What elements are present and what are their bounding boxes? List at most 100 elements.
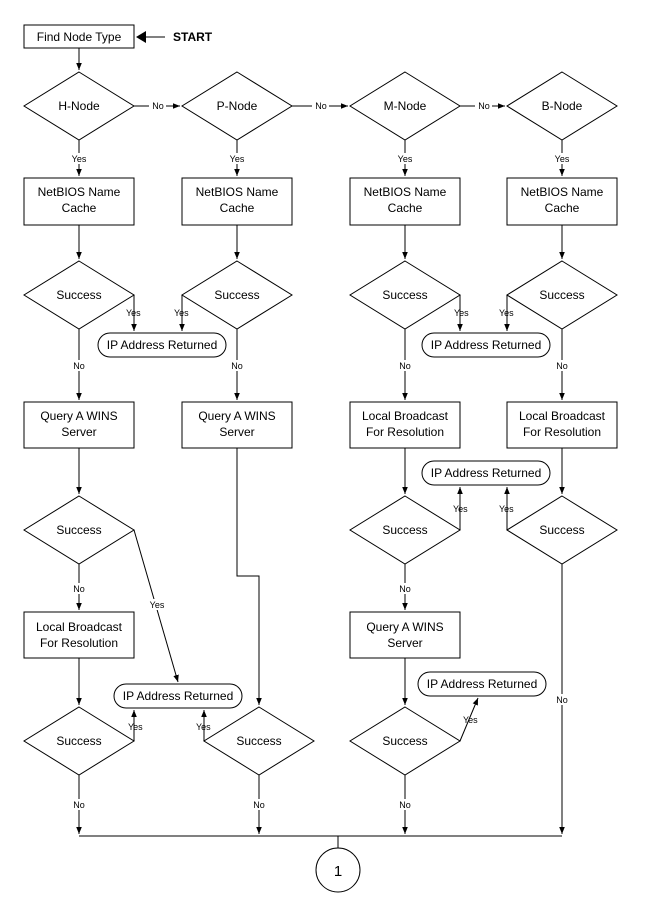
- no-label: No: [73, 800, 85, 810]
- no-label: No: [556, 695, 568, 705]
- success-label: Success: [539, 523, 584, 537]
- connector-label: 1: [334, 863, 342, 880]
- no-label-bg: [71, 583, 87, 594]
- yes-label: Yes: [453, 504, 468, 514]
- netbios-cache-label-1: NetBIOS Name: [364, 185, 447, 199]
- local-broadcast-label-1: Local Broadcast: [362, 409, 449, 423]
- ip-returned-label: IP Address Returned: [123, 689, 234, 703]
- no-label-bg: [71, 799, 87, 810]
- success-label: Success: [236, 734, 281, 748]
- yes-label-bg: [147, 599, 167, 610]
- ip-returned-label: IP Address Returned: [431, 338, 542, 352]
- ip-returned-left-1: [97, 332, 227, 358]
- query-wins-label-1: Query A WINS: [366, 620, 443, 634]
- netbios-cache-label-1: NetBIOS Name: [38, 185, 121, 199]
- yes-label-bg: [552, 153, 572, 164]
- no-label-bg: [397, 799, 413, 810]
- query-wins-label-1: Query A WINS: [198, 409, 275, 423]
- success-label: Success: [382, 523, 427, 537]
- no-label: No: [556, 361, 568, 371]
- ip-returned-right-3: [417, 671, 547, 697]
- local-broadcast-label-2: For Resolution: [40, 636, 118, 650]
- p-node-label: P-Node: [217, 99, 258, 113]
- success-label: Success: [56, 734, 101, 748]
- no-label: No: [399, 800, 411, 810]
- find-node-type-label: Find Node Type: [37, 30, 122, 44]
- ip-returned-right-2: [421, 460, 551, 486]
- ip-returned-right-1: [421, 332, 551, 358]
- netbios-cache-label-2: Cache: [220, 201, 255, 215]
- h-netbios-cache-box: [23, 177, 135, 226]
- query-wins-label-2: Server: [387, 636, 422, 650]
- h-local-broadcast-box: [23, 611, 135, 659]
- netbios-cache-label-2: Cache: [62, 201, 97, 215]
- yes-label: Yes: [126, 308, 141, 318]
- no-label: No: [478, 101, 490, 111]
- no-label: No: [73, 361, 85, 371]
- no-label-bg: [251, 799, 267, 810]
- no-label-bg: [475, 100, 492, 111]
- success-label: Success: [56, 288, 101, 302]
- ip-returned-left-2: [113, 683, 243, 709]
- netbios-cache-label-2: Cache: [388, 201, 423, 215]
- m-local-broadcast-box: [349, 401, 461, 449]
- no-label: No: [73, 584, 85, 594]
- no-label-bg: [149, 100, 166, 111]
- no-label-bg: [71, 360, 87, 371]
- no-label: No: [315, 101, 327, 111]
- yes-label: Yes: [150, 600, 165, 610]
- query-wins-label-2: Server: [61, 425, 96, 439]
- yes-label: Yes: [499, 308, 514, 318]
- no-label-bg: [397, 360, 413, 371]
- m-node-label: M-Node: [384, 99, 427, 113]
- success-label: Success: [382, 734, 427, 748]
- success-label: Success: [56, 523, 101, 537]
- local-broadcast-label-2: For Resolution: [523, 425, 601, 439]
- b-local-broadcast-box: [506, 401, 618, 449]
- yes-label: Yes: [128, 722, 143, 732]
- p-query-wins-box: [181, 401, 293, 449]
- ip-returned-label: IP Address Returned: [107, 338, 218, 352]
- b-node-label: B-Node: [542, 99, 583, 113]
- ip-returned-label: IP Address Returned: [431, 466, 542, 480]
- no-label: No: [231, 361, 243, 371]
- yes-label: Yes: [454, 308, 469, 318]
- yes-label: Yes: [398, 154, 413, 164]
- netbios-cache-label-2: Cache: [545, 201, 580, 215]
- no-label: No: [253, 800, 265, 810]
- b-netbios-cache-box: [506, 177, 618, 226]
- yes-label: Yes: [196, 722, 211, 732]
- arrow-msuccess3-yes: [459, 697, 479, 742]
- netbios-cache-label-1: NetBIOS Name: [521, 185, 604, 199]
- no-label: No: [152, 101, 164, 111]
- no-label-bg: [229, 360, 245, 371]
- netbios-cache-label-1: NetBIOS Name: [196, 185, 279, 199]
- yes-label: Yes: [555, 154, 570, 164]
- no-label: No: [399, 361, 411, 371]
- h-query-wins-box: [23, 401, 135, 449]
- success-label: Success: [214, 288, 259, 302]
- yes-label: Yes: [499, 504, 514, 514]
- yes-label: Yes: [230, 154, 245, 164]
- local-broadcast-label-2: For Resolution: [366, 425, 444, 439]
- yes-label: Yes: [463, 715, 478, 725]
- local-broadcast-label-1: Local Broadcast: [519, 409, 606, 423]
- start-label: START: [173, 30, 213, 44]
- h-node-label: H-Node: [58, 99, 100, 113]
- yes-label-bg: [395, 153, 415, 164]
- yes-label: Yes: [72, 154, 87, 164]
- no-label: No: [399, 584, 411, 594]
- no-label-bg: [397, 583, 413, 594]
- arrow-p-wins-to-success: [236, 448, 262, 705]
- yes-label-bg: [69, 153, 89, 164]
- success-label: Success: [382, 288, 427, 302]
- m-query-wins-box: [349, 611, 461, 659]
- query-wins-label-2: Server: [219, 425, 254, 439]
- yes-label-bg: [227, 153, 247, 164]
- ip-returned-label: IP Address Returned: [427, 677, 538, 691]
- no-label-bg: [554, 694, 570, 705]
- connector-circle: [315, 847, 361, 893]
- no-label-bg: [312, 100, 329, 111]
